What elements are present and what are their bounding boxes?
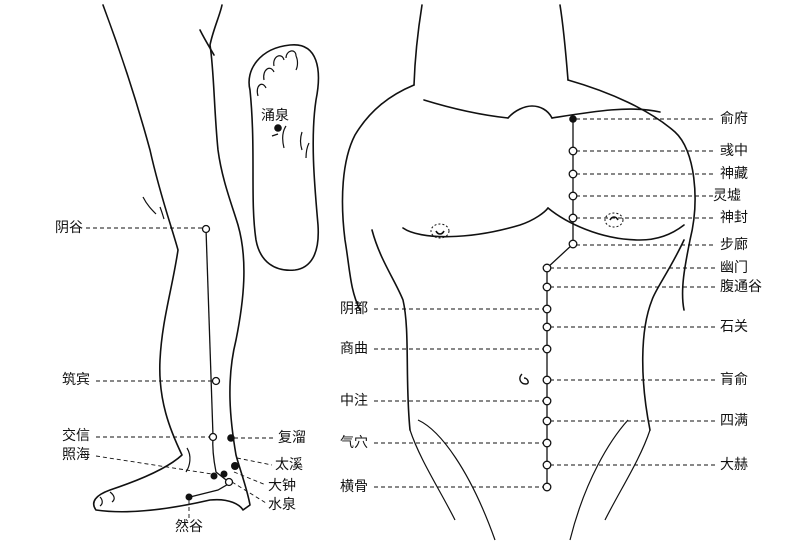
label-youmen: 幽门 xyxy=(720,260,748,276)
label-yuzhong: 彧中 xyxy=(720,143,748,159)
point-yindu xyxy=(542,304,552,314)
leg-outline xyxy=(92,4,251,513)
label-zhongzhu: 中注 xyxy=(340,393,368,409)
point-yongquan xyxy=(274,124,282,132)
point-dahe xyxy=(542,460,552,470)
label-shencang: 神藏 xyxy=(720,166,748,182)
point-taixi xyxy=(231,462,239,470)
point-zhongzhu xyxy=(542,396,552,406)
point-shiguan xyxy=(542,322,552,332)
label-yingu: 阴谷 xyxy=(55,220,83,236)
label-shufu: 俞府 xyxy=(720,111,748,127)
point-henggu xyxy=(542,482,552,492)
label-dazhong: 大钟 xyxy=(268,478,296,494)
label-jiaoxin: 交信 xyxy=(62,428,90,444)
label-lingxu: 灵墟 xyxy=(713,188,741,204)
label-shangqu: 商曲 xyxy=(340,341,368,357)
point-futonggu xyxy=(542,282,552,292)
label-zhaohai: 照海 xyxy=(62,447,90,463)
label-shuiquan: 水泉 xyxy=(268,497,296,513)
label-yindu: 阴都 xyxy=(340,301,368,317)
label-qixue: 气穴 xyxy=(340,435,368,451)
point-shangqu xyxy=(542,344,552,354)
meridian-lines xyxy=(189,119,574,498)
leader-lines xyxy=(86,118,716,518)
label-futonggu: 腹通谷 xyxy=(720,279,762,295)
label-bulang: 步廊 xyxy=(720,237,748,253)
point-rangu xyxy=(185,493,193,501)
point-zhubin xyxy=(211,376,221,386)
acupoint-markers xyxy=(185,115,578,501)
torso-outline xyxy=(341,4,696,541)
point-shenfeng xyxy=(568,213,578,223)
label-siman: 四满 xyxy=(720,413,748,429)
point-shencang xyxy=(568,169,578,179)
label-fuliu: 复溜 xyxy=(278,430,306,446)
label-yongquan: 涌泉 xyxy=(261,108,289,124)
point-jiaoxin xyxy=(208,432,218,442)
label-henggu: 横骨 xyxy=(340,479,368,495)
point-yuzhong xyxy=(568,146,578,156)
point-huangshu xyxy=(542,375,552,385)
point-bulang xyxy=(568,239,578,249)
label-shiguan: 石关 xyxy=(720,319,748,335)
point-shufu xyxy=(569,115,577,123)
point-shuiquan xyxy=(224,477,234,487)
label-zhubin: 筑宾 xyxy=(62,372,90,388)
point-dazhong xyxy=(220,470,228,478)
point-qixue xyxy=(542,438,552,448)
label-dahe: 大赫 xyxy=(720,457,748,473)
point-zhaohai xyxy=(210,472,218,480)
point-siman xyxy=(542,416,552,426)
label-huangshu: 肓俞 xyxy=(720,372,748,388)
label-taixi: 太溪 xyxy=(275,457,303,473)
point-fuliu xyxy=(227,434,235,442)
point-yingu xyxy=(201,224,211,234)
foot-sole-outline xyxy=(248,44,320,271)
point-lingxu xyxy=(568,191,578,201)
label-shenfeng: 神封 xyxy=(720,210,748,226)
point-youmen xyxy=(542,263,552,273)
label-rangu: 然谷 xyxy=(175,519,203,535)
